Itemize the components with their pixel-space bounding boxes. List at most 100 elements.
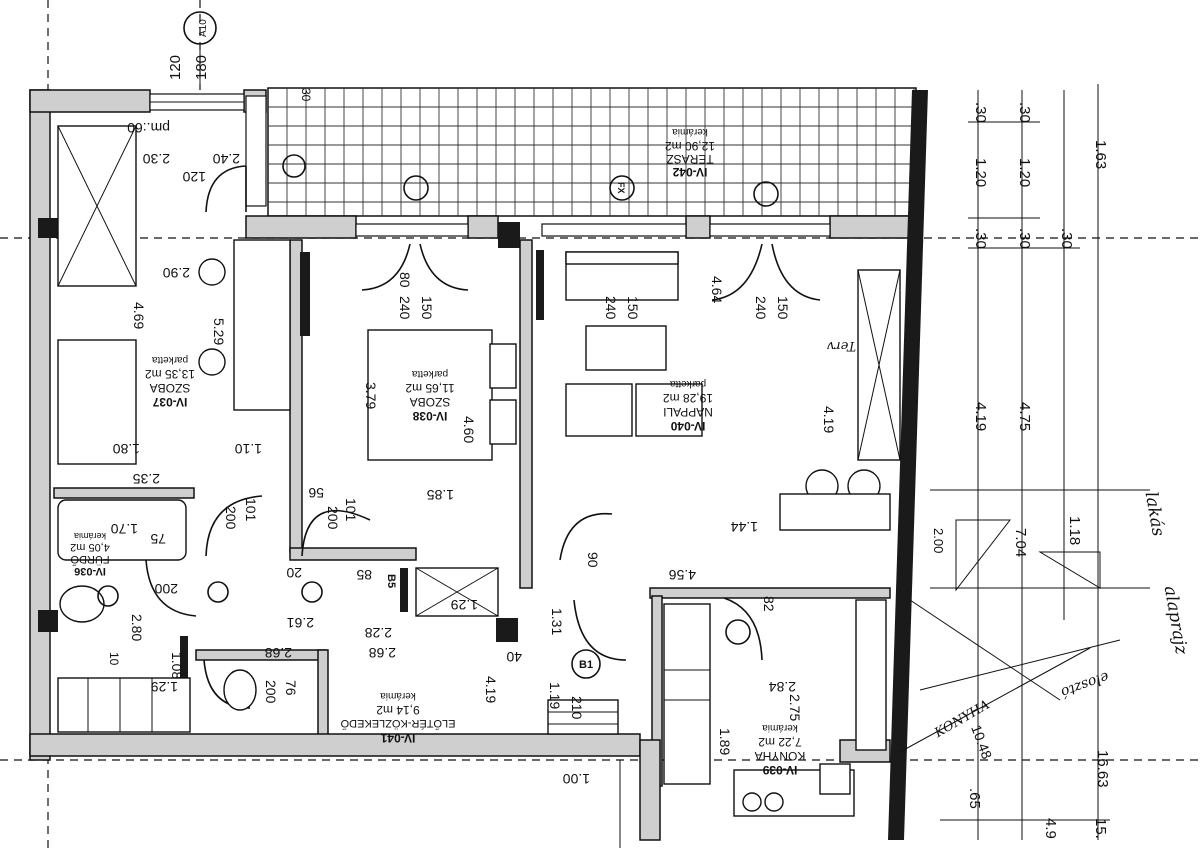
dim-235: 2.35 <box>133 471 160 487</box>
rdim-15: 15. <box>1092 818 1109 839</box>
dim-119: 1.19 <box>547 682 563 709</box>
room-bath-036: IV-036 FÜRDŐ 4,05 m2 kerámia <box>70 531 110 577</box>
dim-240: 2.40 <box>213 151 240 167</box>
dim-280: 2.80 <box>129 614 145 641</box>
dim-200-b: 200 <box>325 506 341 530</box>
dim-189: 1.89 <box>717 728 733 755</box>
dim-419: 4.19 <box>821 406 837 433</box>
svg-text:IV-040: IV-040 <box>670 419 705 433</box>
dim-170: 1.70 <box>111 521 138 537</box>
dim-379: 3.79 <box>363 382 379 409</box>
room-living-040: IV-040 NAPPALI 19,28 m2 parketta <box>663 378 713 433</box>
dim-129: 1.29 <box>451 597 478 613</box>
svg-text:IV-037: IV-037 <box>152 395 187 409</box>
dim-456: 4.56 <box>669 567 696 583</box>
svg-text:12,90 m2: 12,90 m2 <box>665 139 715 153</box>
rdim-475: 4.75 <box>1016 402 1033 431</box>
dim-82: 82 <box>761 596 777 612</box>
dim-419-b: 4.19 <box>483 676 499 703</box>
room-bedroom-038: IV-038 SZOBA 11,65 m2 parketta <box>405 368 454 423</box>
dim-56: 56 <box>308 485 324 501</box>
room-labels: IV-042 TERASZ 12,90 m2 kerámia IV-037 SZ… <box>70 126 805 777</box>
room-hall-041: IV-041 ELŐTÉR-KÖZLEKEDŐ 9,14 m2 kerámia <box>340 690 455 745</box>
rdim-704: 7.04 <box>1012 528 1029 557</box>
dim-100: 1.00 <box>563 771 590 787</box>
dim-129-b: 1.29 <box>151 679 178 695</box>
svg-text:kerámia: kerámia <box>762 722 798 733</box>
dim-90: 90 <box>585 552 601 568</box>
dim-284: 2.84 <box>769 679 796 695</box>
rdim-49: 4.9 <box>1042 818 1059 839</box>
rdim-120-b: 1.20 <box>1016 158 1033 187</box>
svg-text:kerámia: kerámia <box>74 531 106 541</box>
dim-110: 1.10 <box>235 441 262 457</box>
dim-150-c: 150 <box>775 296 791 320</box>
dim-101-a: 101 <box>243 498 259 522</box>
furniture <box>57 125 901 817</box>
dim-185: 1.85 <box>427 487 454 503</box>
dim-144: 1.44 <box>731 519 758 535</box>
marker-fx: FX <box>616 182 626 194</box>
dimension-labels: 120 180 A10 pm.:60 2.30 2.40 120 2.90 4.… <box>107 19 837 787</box>
dim-76: 76 <box>283 680 299 696</box>
dim-150-b: 150 <box>625 296 641 320</box>
svg-text:SZOBA: SZOBA <box>410 395 451 409</box>
room-terrace: IV-042 TERASZ 12,90 m2 kerámia <box>665 126 715 179</box>
rdim-30-a: .30 <box>972 102 989 123</box>
svg-text:parketta: parketta <box>151 354 188 365</box>
rdim-30-e: .30 <box>1058 228 1075 249</box>
dim-529: 5.29 <box>211 318 227 345</box>
dim-75: 75 <box>150 531 166 547</box>
svg-text:SZOBA: SZOBA <box>150 381 191 395</box>
note-lakas: lakás <box>1141 490 1169 538</box>
dim-460: 4.60 <box>461 416 477 443</box>
dim-40: 40 <box>506 649 522 665</box>
rdim-30-b: .30 <box>1016 102 1033 123</box>
dim-261: 2.61 <box>287 615 314 631</box>
dim-200-c: 200 <box>154 581 178 597</box>
dim-85: 85 <box>356 567 372 583</box>
rdim-30-d: .30 <box>1016 228 1033 249</box>
svg-text:IV-039: IV-039 <box>762 763 797 777</box>
rdim-65: .65 <box>966 788 983 809</box>
dim-108: 1.08 <box>169 652 185 679</box>
dim-240-c: 240 <box>753 296 769 320</box>
marker-labels: B1 B5 FX <box>385 182 626 671</box>
svg-text:IV-042: IV-042 <box>672 165 707 179</box>
svg-text:19,28 m2: 19,28 m2 <box>663 391 713 405</box>
dim-120: 120 <box>182 169 206 185</box>
dim-230: 2.30 <box>143 151 170 167</box>
marker-b5: B5 <box>385 574 397 588</box>
terrace-tile-grid <box>267 87 917 217</box>
dim-80: 80 <box>397 272 413 288</box>
axis-label-a10: A10 <box>198 19 209 37</box>
dim-10: 10 <box>107 652 121 666</box>
dim-290: 2.90 <box>163 265 190 281</box>
svg-text:IV-038: IV-038 <box>412 409 447 423</box>
svg-text:kerámia: kerámia <box>380 690 416 701</box>
dim-200-a: 200 <box>223 506 239 530</box>
svg-text:9,14 m2: 9,14 m2 <box>376 703 420 717</box>
dim-200-d: 200 <box>263 680 279 704</box>
dim-101-b: 101 <box>343 498 359 522</box>
dim-240-a: 240 <box>397 296 413 320</box>
dim-180: 1.80 <box>113 441 140 457</box>
dim-228: 2.28 <box>365 625 392 641</box>
marker-b1: B1 <box>579 659 593 671</box>
svg-text:TERASZ: TERASZ <box>666 152 713 166</box>
note-terv: Terv <box>826 338 856 353</box>
dim-210: 210 <box>569 696 585 720</box>
dim-469: 4.69 <box>131 302 147 329</box>
svg-text:kerámia: kerámia <box>672 126 708 137</box>
dim-268-b: 2.68 <box>369 645 396 661</box>
room-bedroom-037: IV-037 SZOBA 13,35 m2 parketta <box>145 354 195 409</box>
svg-text:parketta: parketta <box>669 378 706 389</box>
right-dimension-lines <box>899 84 1150 840</box>
room-kitchen-039: IV-039 KONYHA 7,22 m2 kerámia <box>755 722 806 777</box>
note-eloszto: elosztó <box>1059 668 1111 700</box>
svg-text:FÜRDŐ: FÜRDŐ <box>70 553 110 567</box>
svg-text:IV-036: IV-036 <box>74 565 106 577</box>
dim-top-180: 180 <box>193 55 210 80</box>
svg-text:7,22 m2: 7,22 m2 <box>758 735 802 749</box>
rdim-118: 1.18 <box>1066 516 1083 545</box>
